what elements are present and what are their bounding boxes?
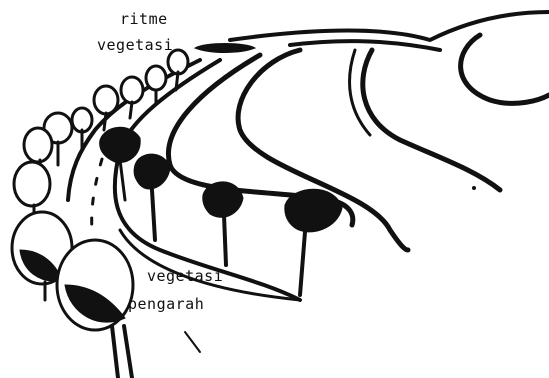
label-pengarah: pengarah (128, 295, 204, 313)
label-ritme: ritme (120, 10, 168, 28)
label-ritme-vegetasi: vegetasi (97, 36, 173, 54)
label-vegetasi: vegetasi (147, 267, 223, 285)
